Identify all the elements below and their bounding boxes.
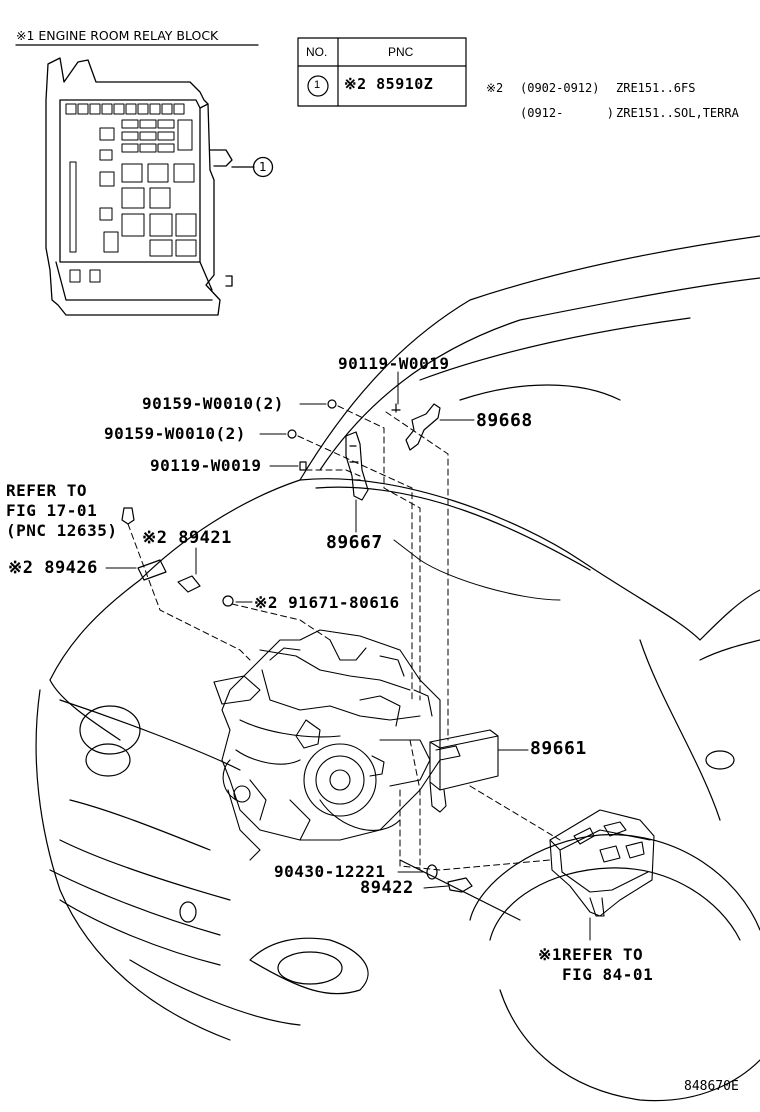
part-90159-a: 90159-W0010(2) bbox=[142, 394, 284, 413]
part-90430: 90430-12221 bbox=[274, 862, 386, 881]
engine-illustration bbox=[213, 629, 441, 861]
relay-block-illustration bbox=[15, 44, 274, 316]
part-91671: ※2 91671-80616 bbox=[254, 593, 400, 612]
table-header-no: NO. bbox=[306, 45, 328, 59]
ref-fig84-line2: FIG 84-01 bbox=[562, 965, 654, 984]
ref-fig17-line2: FIG 17-01 bbox=[6, 501, 98, 520]
relay-callout-number: 1 bbox=[259, 160, 267, 174]
part-89668: 89668 bbox=[476, 410, 533, 431]
part-89661: 89661 bbox=[530, 738, 587, 759]
leader-lines bbox=[105, 371, 591, 941]
part-89667: 89667 bbox=[326, 532, 383, 553]
ref-fig17-line1: REFER TO bbox=[6, 481, 88, 500]
dashed-harness-lines bbox=[127, 405, 561, 871]
note-model-1: ZRE151..6FS bbox=[616, 81, 696, 95]
part-89422: 89422 bbox=[360, 878, 414, 898]
part-89426: ※2 89426 bbox=[8, 558, 98, 578]
note-mark: ※2 bbox=[486, 81, 504, 95]
part-90119-bottom: 90119-W0019 bbox=[150, 456, 262, 475]
part-89421: ※2 89421 bbox=[142, 528, 232, 548]
table-row-pnc: ※2 85910Z bbox=[344, 75, 434, 93]
ref-fig84-line1: ※1REFER TO bbox=[538, 945, 644, 964]
part-90119-top: 90119-W0019 bbox=[338, 354, 450, 373]
ref-fig17-line3: (PNC 12635) bbox=[6, 521, 118, 540]
note-range-2: (0912- ) bbox=[520, 106, 614, 120]
note-model-2: ZRE151..SOL,TERRA bbox=[616, 106, 739, 120]
ecu-illustration bbox=[429, 729, 529, 813]
part-90159-b: 90159-W0010(2) bbox=[104, 424, 246, 443]
pnc-table-frame bbox=[297, 37, 467, 107]
callout-circle bbox=[252, 156, 274, 178]
car-body-outline bbox=[35, 235, 760, 1102]
table-row-no: 1 bbox=[314, 79, 321, 91]
note-range-1: (0902-0912) bbox=[520, 81, 600, 95]
relay-block-lower bbox=[549, 809, 655, 917]
figure-id: 848670E bbox=[684, 1079, 739, 1094]
bracket-89668 bbox=[391, 403, 441, 451]
table-header-pnc: PNC bbox=[388, 45, 414, 59]
relay-block-title: ※1 ENGINE ROOM RELAY BLOCK bbox=[16, 28, 219, 43]
